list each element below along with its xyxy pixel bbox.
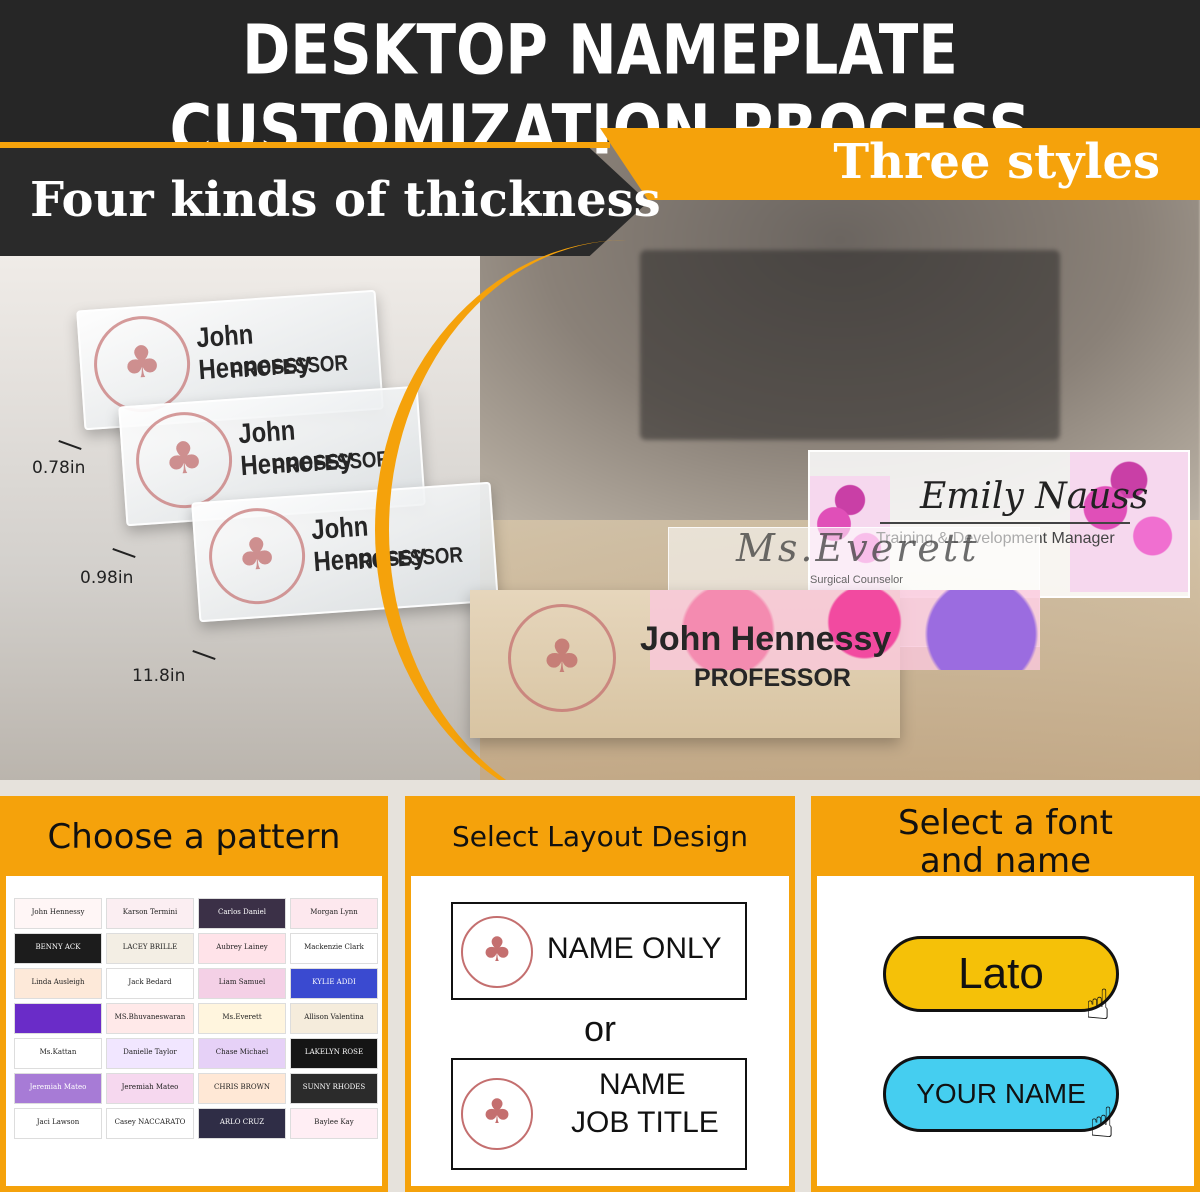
everett-title: Surgical Counselor: [810, 574, 903, 586]
layout-option-label: JOB TITLE: [571, 1106, 719, 1139]
styles-band: [600, 128, 1200, 200]
university-seal-icon: [205, 504, 309, 608]
pattern-option[interactable]: LACEY BRILLE: [106, 933, 194, 964]
thickness-label: Four kinds of thickness: [30, 172, 661, 228]
monitor-blur: [640, 250, 1060, 440]
pattern-option[interactable]: Karson Termini: [106, 898, 194, 929]
pattern-option[interactable]: Jack Bedard: [106, 968, 194, 999]
font-name-panel: Select a font and name Lato ☝ YOUR NAME …: [811, 796, 1200, 1192]
layout-option-name-only[interactable]: NAME ONLY: [451, 902, 747, 1000]
pattern-option[interactable]: Linda Ausleigh: [14, 968, 102, 999]
pattern-option[interactable]: Chase Michael: [198, 1038, 286, 1069]
three-styles-label: Three styles: [833, 134, 1160, 190]
panel-heading-line: and name: [919, 841, 1092, 881]
pattern-option[interactable]: MS.Bhuvaneswaran: [106, 1003, 194, 1034]
signature-line: [880, 522, 1130, 524]
panel-heading: Choose a pattern: [6, 802, 382, 876]
wood-name: John Hennessy: [640, 620, 892, 658]
dimension-label: 0.98in: [80, 568, 134, 588]
layout-option-name-title[interactable]: NAME JOB TITLE: [451, 1058, 747, 1170]
university-seal-icon: [461, 1078, 533, 1150]
panel-heading: Select Layout Design: [411, 802, 789, 876]
pattern-option[interactable]: BENNY ACK: [14, 933, 102, 964]
pattern-option[interactable]: Ms.Kattan: [14, 1038, 102, 1069]
pattern-option[interactable]: Aubrey Lainey: [198, 933, 286, 964]
layout-design-panel: Select Layout Design NAME ONLY or NAME J…: [405, 796, 795, 1192]
tab-edge-accent: [0, 142, 610, 148]
pattern-option[interactable]: [14, 1003, 102, 1034]
layout-option-label: NAME: [599, 1068, 686, 1101]
pointer-hand-icon: ☝: [1089, 1098, 1115, 1147]
pattern-option[interactable]: CHRIS BROWN: [198, 1073, 286, 1104]
pattern-option[interactable]: Liam Samuel: [198, 968, 286, 999]
pattern-option[interactable]: Jaci Lawson: [14, 1108, 102, 1139]
pattern-option[interactable]: Baylee Kay: [290, 1108, 378, 1139]
university-seal-icon: [132, 408, 236, 512]
university-seal-icon: [90, 312, 194, 416]
emily-name: Emily Nauss: [920, 476, 1149, 517]
pointer-hand-icon: ☝: [1085, 980, 1111, 1029]
pattern-option[interactable]: SUNNY RHODES: [290, 1073, 378, 1104]
name-option-button[interactable]: YOUR NAME: [883, 1056, 1119, 1132]
wood-title: PROFESSOR: [694, 664, 851, 692]
pattern-option[interactable]: LAKELYN ROSE: [290, 1038, 378, 1069]
pattern-option[interactable]: Casey NACCARATO: [106, 1108, 194, 1139]
dimension-label: 0.78in: [32, 458, 86, 478]
pattern-option[interactable]: Allison Valentina: [290, 1003, 378, 1034]
thickness-tab: [0, 148, 648, 256]
pattern-option[interactable]: Danielle Taylor: [106, 1038, 194, 1069]
pattern-option[interactable]: Mackenzie Clark: [290, 933, 378, 964]
or-label: or: [583, 1008, 616, 1049]
header-banner: DESKTOP NAMEPLATE CUSTOMIZATION PROCESS: [0, 0, 1200, 170]
panel-heading: Select a font and name: [817, 802, 1194, 880]
floral-decoration: [650, 590, 1040, 670]
everett-name: Ms.Everett: [736, 526, 980, 570]
pattern-option[interactable]: Carlos Daniel: [198, 898, 286, 929]
panel-heading-line: Select a font: [898, 803, 1113, 843]
pattern-option[interactable]: Jeremiah Mateo: [14, 1073, 102, 1104]
university-seal-icon: [508, 604, 616, 712]
dimension-label: 11.8in: [132, 666, 186, 686]
font-option-button[interactable]: Lato: [883, 936, 1119, 1012]
pattern-option[interactable]: John Hennessy: [14, 898, 102, 929]
university-seal-icon: [461, 916, 533, 988]
pattern-option[interactable]: KYLIE ADDI: [290, 968, 378, 999]
pattern-option[interactable]: Jeremiah Mateo: [106, 1073, 194, 1104]
pattern-option[interactable]: Ms.Everett: [198, 1003, 286, 1034]
pattern-option[interactable]: ARLO CRUZ: [198, 1108, 286, 1139]
layout-option-label: NAME ONLY: [547, 932, 722, 965]
pattern-option[interactable]: Morgan Lynn: [290, 898, 378, 929]
